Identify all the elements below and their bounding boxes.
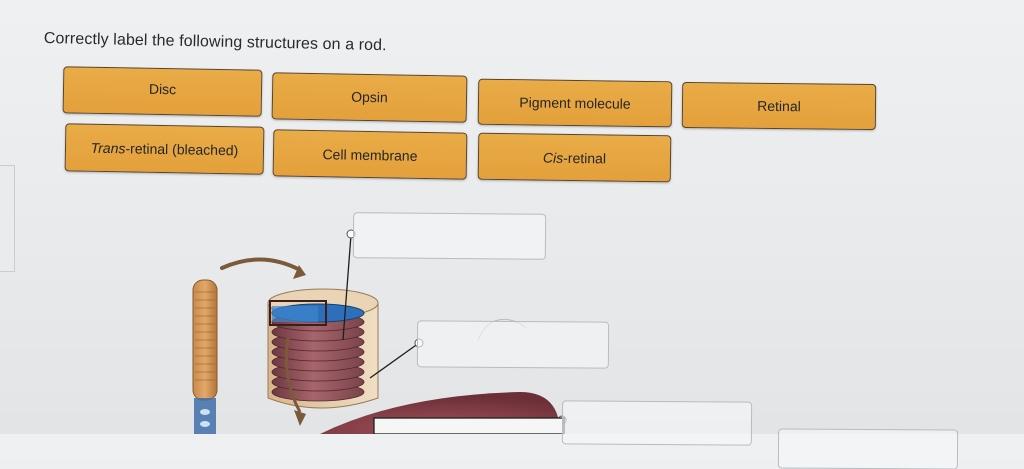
drop-box-2[interactable] (416, 320, 610, 369)
selected-label-strip (373, 417, 565, 434)
disc-stack (267, 288, 379, 409)
drop-box-4[interactable] (777, 428, 959, 469)
rod-diagram (192, 229, 567, 434)
page-edge (0, 165, 15, 272)
drop-box-3[interactable] (561, 400, 753, 446)
disc-selection-box (269, 300, 327, 326)
drop-box-1[interactable] (352, 212, 547, 260)
rod-cell-illustration (192, 279, 218, 434)
zoom-arrow (220, 257, 302, 272)
